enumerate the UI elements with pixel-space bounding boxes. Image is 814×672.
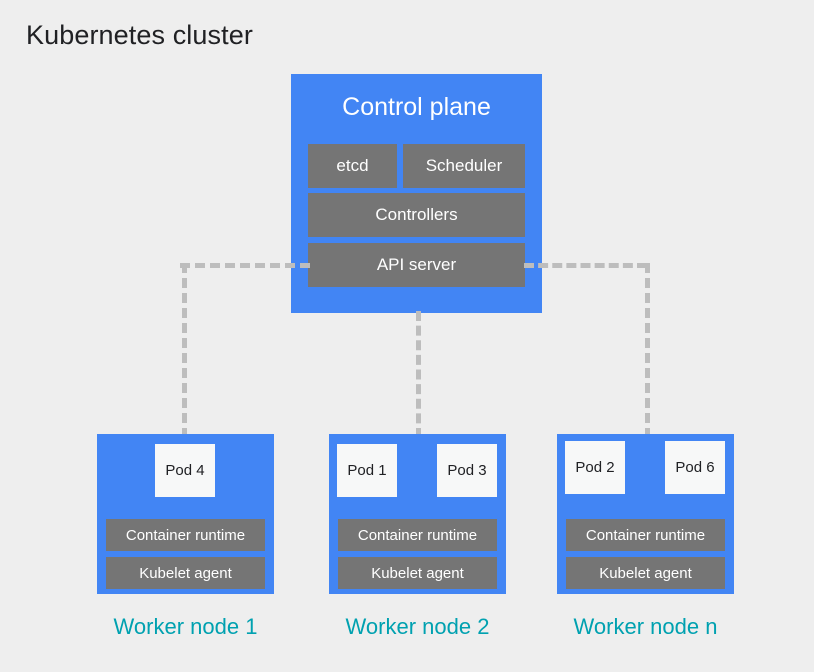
- page-title: Kubernetes cluster: [26, 20, 253, 50]
- pod-box[interactable]: Pod 3: [437, 444, 497, 497]
- control-plane-box[interactable]: Control plane etcd Scheduler Controllers…: [291, 74, 542, 313]
- worker-node-n-box[interactable]: Pod 2 Pod 6 Container runtime Kubelet ag…: [557, 434, 734, 594]
- kubelet-agent-box[interactable]: Kubelet agent: [106, 557, 265, 589]
- connector-api-server-to-worker-node-n-horizontal: [524, 263, 647, 268]
- pod-box[interactable]: Pod 6: [665, 441, 725, 494]
- pod-box[interactable]: Pod 2: [565, 441, 625, 494]
- control-plane-component-etcd[interactable]: etcd: [308, 144, 397, 188]
- worker-node-1-box[interactable]: Pod 4 Container runtime Kubelet agent: [97, 434, 274, 594]
- container-runtime-box[interactable]: Container runtime: [566, 519, 725, 551]
- worker-node-n-caption: Worker node n: [573, 614, 718, 639]
- control-plane-component-scheduler[interactable]: Scheduler: [403, 144, 525, 188]
- worker-node-2-caption: Worker node 2: [345, 614, 490, 639]
- control-plane-title: Control plane: [342, 93, 491, 121]
- pod-box[interactable]: Pod 4: [155, 444, 215, 497]
- connector-api-server-to-worker-node-1-horizontal: [180, 263, 310, 268]
- container-runtime-box[interactable]: Container runtime: [106, 519, 265, 551]
- connector-api-server-to-worker-node-1-vertical: [182, 263, 187, 438]
- container-runtime-box[interactable]: Container runtime: [338, 519, 497, 551]
- control-plane-component-controllers[interactable]: Controllers: [308, 193, 525, 237]
- kubelet-agent-box[interactable]: Kubelet agent: [338, 557, 497, 589]
- worker-node-1-caption: Worker node 1: [113, 614, 258, 639]
- kubelet-agent-box[interactable]: Kubelet agent: [566, 557, 725, 589]
- connector-api-server-to-worker-node-n-vertical: [645, 263, 650, 438]
- connector-control-plane-to-worker-node-2-vertical: [416, 311, 421, 438]
- pod-box[interactable]: Pod 1: [337, 444, 397, 497]
- control-plane-component-api-server[interactable]: API server: [308, 243, 525, 287]
- worker-node-2-box[interactable]: Pod 1 Pod 3 Container runtime Kubelet ag…: [329, 434, 506, 594]
